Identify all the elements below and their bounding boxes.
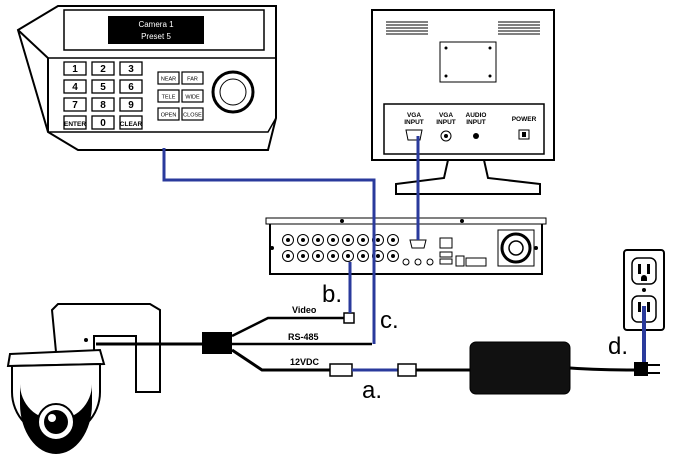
keypad-lcd (108, 16, 204, 44)
dc-plug-camera (329, 363, 353, 377)
vga-input-1-label-2: INPUT (404, 119, 424, 126)
audio-port (473, 133, 479, 139)
key-label: WIDE (185, 95, 200, 101)
bnc-port (327, 250, 339, 262)
key-label: CLOSE (183, 113, 202, 119)
key-1[interactable]: 1 (63, 61, 87, 76)
key-4[interactable]: 4 (63, 79, 87, 94)
key-far[interactable]: FAR (181, 71, 204, 85)
key-3[interactable]: 3 (119, 61, 143, 76)
vga-port-1 (405, 129, 423, 141)
video-cable-label: Video (292, 305, 317, 315)
bnc-port (312, 234, 324, 246)
bnc-port (387, 250, 399, 262)
key-label: OPEN (161, 113, 177, 119)
key-label: 7 (72, 100, 78, 111)
key-close[interactable]: CLOSE (181, 107, 204, 121)
function-keys: NEAR FAR TELE WIDE OPEN CLOSE (157, 71, 204, 121)
key-label: CLEAR (120, 121, 143, 128)
callout-d: d. (608, 333, 628, 360)
key-label: 1 (72, 64, 78, 75)
lcd-line-1: Camera 1 (138, 20, 174, 29)
power-label: POWER (512, 116, 537, 123)
lcd-line-2: Preset 5 (141, 32, 171, 41)
key-label: ENTER (64, 121, 86, 128)
key-label: 5 (100, 82, 106, 93)
key-label: 0 (100, 118, 106, 129)
key-label: 3 (128, 64, 134, 75)
dvr-rs485-terminal (465, 257, 487, 267)
dvr-power-in (455, 255, 465, 267)
key-5[interactable]: 5 (91, 79, 115, 94)
bnc-port (342, 250, 354, 262)
key-label: NEAR (161, 77, 176, 83)
dc-plug-adapter (397, 363, 417, 377)
bnc-video-inputs (282, 234, 399, 262)
key-7[interactable]: 7 (63, 97, 87, 112)
dvr-usb-port-2 (439, 258, 453, 265)
key-label: 8 (100, 100, 106, 111)
key-8[interactable]: 8 (91, 97, 115, 112)
bnc-port (297, 250, 309, 262)
key-label: 9 (128, 100, 134, 111)
bnc-port (387, 234, 399, 246)
bnc-port (297, 234, 309, 246)
dvr-vga-out (409, 239, 427, 249)
key-label: 6 (128, 82, 134, 93)
bnc-port (282, 250, 294, 262)
key-label: 4 (72, 82, 78, 93)
key-label: FAR (187, 77, 198, 83)
key-6[interactable]: 6 (119, 79, 143, 94)
bnc-port (357, 234, 369, 246)
key-0[interactable]: 0 (91, 115, 115, 130)
dc-cable-label: 12VDC (290, 357, 320, 367)
video-bnc-plug (343, 312, 355, 324)
key-wide[interactable]: WIDE (181, 89, 204, 103)
callout-c: c. (380, 307, 399, 334)
vga-input-2-label: VGA (439, 112, 453, 119)
key-near[interactable]: NEAR (157, 71, 180, 85)
callout-a: a. (362, 377, 382, 404)
key-open[interactable]: OPEN (157, 107, 180, 121)
dvr-unit (265, 217, 547, 275)
audio-input-label: AUDIO (466, 112, 487, 119)
key-clear[interactable]: CLEAR (119, 115, 143, 130)
cables (96, 136, 660, 377)
key-label: TELE (162, 95, 176, 101)
dvr-usb-port-1 (439, 251, 453, 258)
power-adapter (469, 341, 571, 395)
vga-monitor: VGA INPUT VGA INPUT AUDIO INPUT POWER (371, 9, 555, 195)
key-9[interactable]: 9 (119, 97, 143, 112)
key-label: 2 (100, 64, 106, 75)
key-tele[interactable]: TELE (157, 89, 180, 103)
bnc-port (357, 250, 369, 262)
callout-b: b. (322, 281, 342, 308)
vga-input-2-label-2: INPUT (436, 119, 456, 126)
audio-input-label-2: INPUT (466, 119, 486, 126)
bnc-port (312, 250, 324, 262)
dvr-ethernet-port (439, 237, 453, 249)
key-2[interactable]: 2 (91, 61, 115, 76)
key-enter[interactable]: ENTER (63, 115, 87, 130)
bnc-port (282, 234, 294, 246)
rs485-cable-label: RS-485 (288, 332, 319, 342)
bnc-port (342, 234, 354, 246)
bnc-port (327, 234, 339, 246)
ac-plug (634, 362, 648, 376)
dvr-fan (497, 229, 535, 267)
vga-input-1-label: VGA (407, 112, 421, 119)
ptz-dome-camera (6, 303, 161, 454)
